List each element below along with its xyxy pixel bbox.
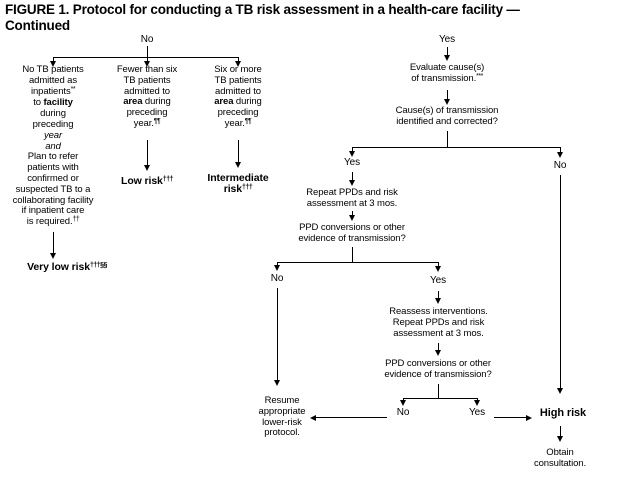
flow-line [352,172,353,181]
arrow-down-icon [144,165,150,171]
flow-line [403,398,404,401]
flow-line [352,247,353,262]
node-repeat-ppds: Repeat PPDs and risk assessment at 3 mos… [306,187,398,209]
arrow-down-icon [349,151,355,157]
arrow-down-icon [144,61,150,67]
node-evaluate-causes: Evaluate cause(s) of transmission.*** [409,62,485,84]
flow-line [53,232,54,254]
flow-line [494,417,526,418]
node-obtain-consultation: Obtain consultation. [533,447,587,469]
footnote-mark: †††§§ [89,262,107,269]
branch3-label-yes: Yes [468,407,485,418]
node-resume-lower-risk-protocol: Resume appropriate lower-risk protocol. [258,395,306,439]
flow-line [352,147,353,152]
footnote-mark: ¶¶ [244,117,252,125]
arrow-down-icon [557,388,563,394]
footnote-mark: ††† [242,184,253,191]
arrow-down-icon [274,265,280,271]
node-ppd-conversions-question-2: PPD conversions or other evidence of tra… [384,358,492,380]
risk-label-very-low: Very low risk†††§§ [27,261,107,273]
flow-line [238,140,239,163]
arrow-down-icon [400,400,406,406]
risk-label-low: Low risk††† [121,175,174,187]
flow-line [477,398,478,401]
branch-label-yes: Yes [438,34,455,45]
arrow-down-icon [557,152,563,158]
flow-line [447,90,448,100]
flow-line [352,211,353,216]
flow-line [147,46,148,57]
flow-line [438,343,439,351]
footnote-mark: *** [476,72,483,80]
branch2-label-no: No [270,273,284,284]
arrow-down-icon [435,298,441,304]
flow-line [53,57,239,58]
flow-line [438,291,439,299]
flow-line [560,175,561,389]
arrow-right-icon [526,415,532,421]
node-ppd-conversions-question-1: PPD conversions or other evidence of tra… [298,222,406,244]
flow-line [447,131,448,147]
flow-line [352,147,561,148]
node-low-risk-criteria: Fewer than six TB patients admitted to a… [116,64,178,129]
footnote-mark: †† [72,216,80,224]
flow-line [277,262,439,263]
figure-title-line1: FIGURE 1. Protocol for conducting a TB r… [5,2,520,17]
branch-label-no: No [140,34,154,45]
flow-line [316,417,387,418]
arrow-down-icon [435,266,441,272]
branch3-label-no: No [396,407,410,418]
flow-line [238,57,239,62]
flow-line [438,262,439,267]
branch1-label-yes: Yes [343,157,360,168]
footnote-mark: ** [70,85,76,93]
arrow-down-icon [50,253,56,259]
arrow-down-icon [349,215,355,221]
footnote-mark: ¶¶ [153,117,161,125]
figure-title-line2: Continued [5,18,70,33]
arrow-left-icon [310,415,316,421]
branch1-label-no: No [553,160,567,171]
risk-label-high: High risk [539,407,587,419]
node-reassess-interventions: Reassess interventions. Repeat PPDs and … [389,306,488,339]
node-cause-identified-question: Cause(s) of transmission identified and … [395,105,499,127]
flow-line [560,426,561,437]
flow-line [277,262,278,266]
node-very-low-risk-criteria: No TB patients admitted as inpatients** … [12,64,94,228]
arrow-down-icon [274,380,280,386]
flow-line [53,57,54,62]
flow-line [438,384,439,398]
arrow-down-icon [50,61,56,67]
flow-line [560,147,561,153]
flow-line [447,47,448,56]
arrow-down-icon [235,162,241,168]
flow-line [147,140,148,166]
node-intermediate-risk-criteria: Six or more TB patients admitted to area… [214,64,262,129]
arrow-down-icon [474,400,480,406]
footnote-mark: ††† [162,176,174,183]
branch2-label-yes: Yes [429,275,446,286]
flow-line [147,57,148,62]
figure-title: FIGURE 1. Protocol for conducting a TB r… [5,2,625,34]
arrow-down-icon [444,55,450,61]
arrow-down-icon [235,61,241,67]
risk-label-intermediate: Intermediate risk††† [207,172,269,195]
arrow-down-icon [557,436,563,442]
arrow-down-icon [349,180,355,186]
arrow-down-icon [435,350,441,356]
flow-line [403,398,478,399]
arrow-down-icon [444,99,450,105]
flow-line [277,288,278,381]
